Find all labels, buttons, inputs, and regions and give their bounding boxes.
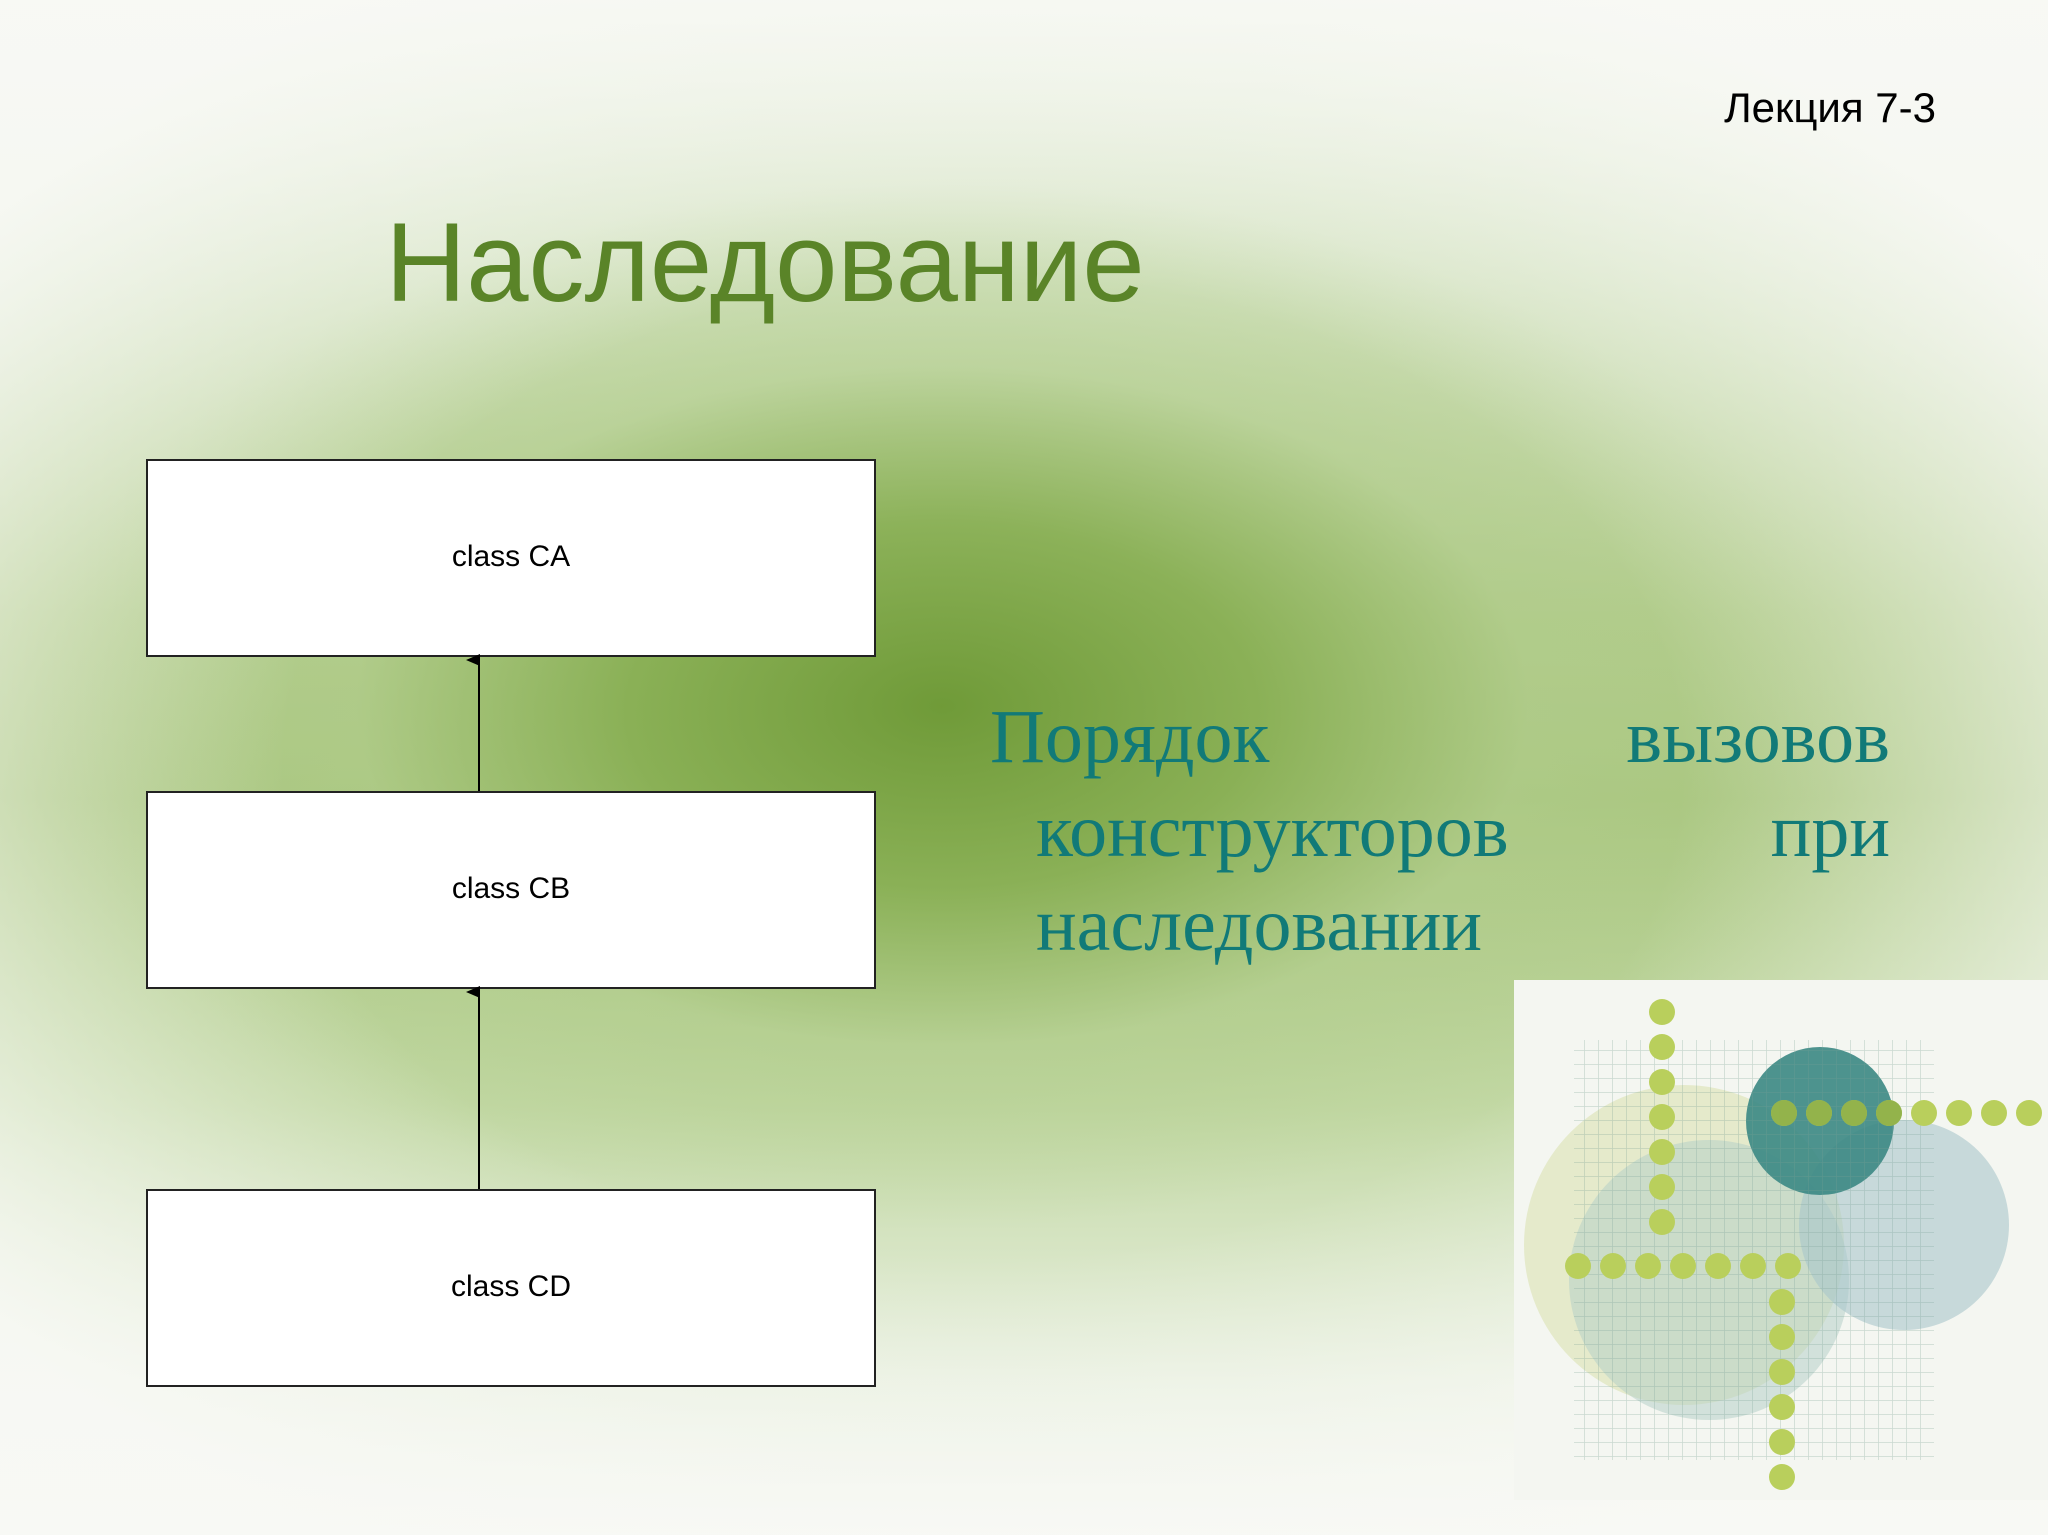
class-label-ca: class CA — [451, 540, 571, 573]
body-word-constructors: конструкторов — [1036, 789, 1509, 873]
class-box-cb: class CB — [146, 791, 876, 989]
slide-title: Наследование — [385, 200, 1145, 325]
class-box-cd: class CD — [146, 1189, 876, 1387]
body-line-2: конструкторов при — [990, 784, 1890, 878]
body-word-inheritance: наследовании — [1036, 883, 1483, 967]
class-label-cd: class CD — [450, 1270, 571, 1303]
class-label-cb: class CB — [451, 872, 571, 905]
lecture-label: Лекция 7-3 — [1724, 84, 1936, 131]
body-word-order: Порядок — [990, 695, 1270, 779]
body-line-3: наследовании — [990, 878, 1890, 972]
body-line-1: Порядок вызовов — [990, 690, 1890, 784]
body-word-at: при — [1770, 789, 1890, 873]
class-box-ca: class CA — [146, 459, 876, 657]
body-word-calls: вызовов — [1626, 695, 1890, 779]
decorative-circles-icon — [1524, 999, 2042, 1490]
decorative-graphic — [1514, 980, 2048, 1500]
body-text: Порядок вызовов конструкторов при наслед… — [990, 690, 1890, 972]
